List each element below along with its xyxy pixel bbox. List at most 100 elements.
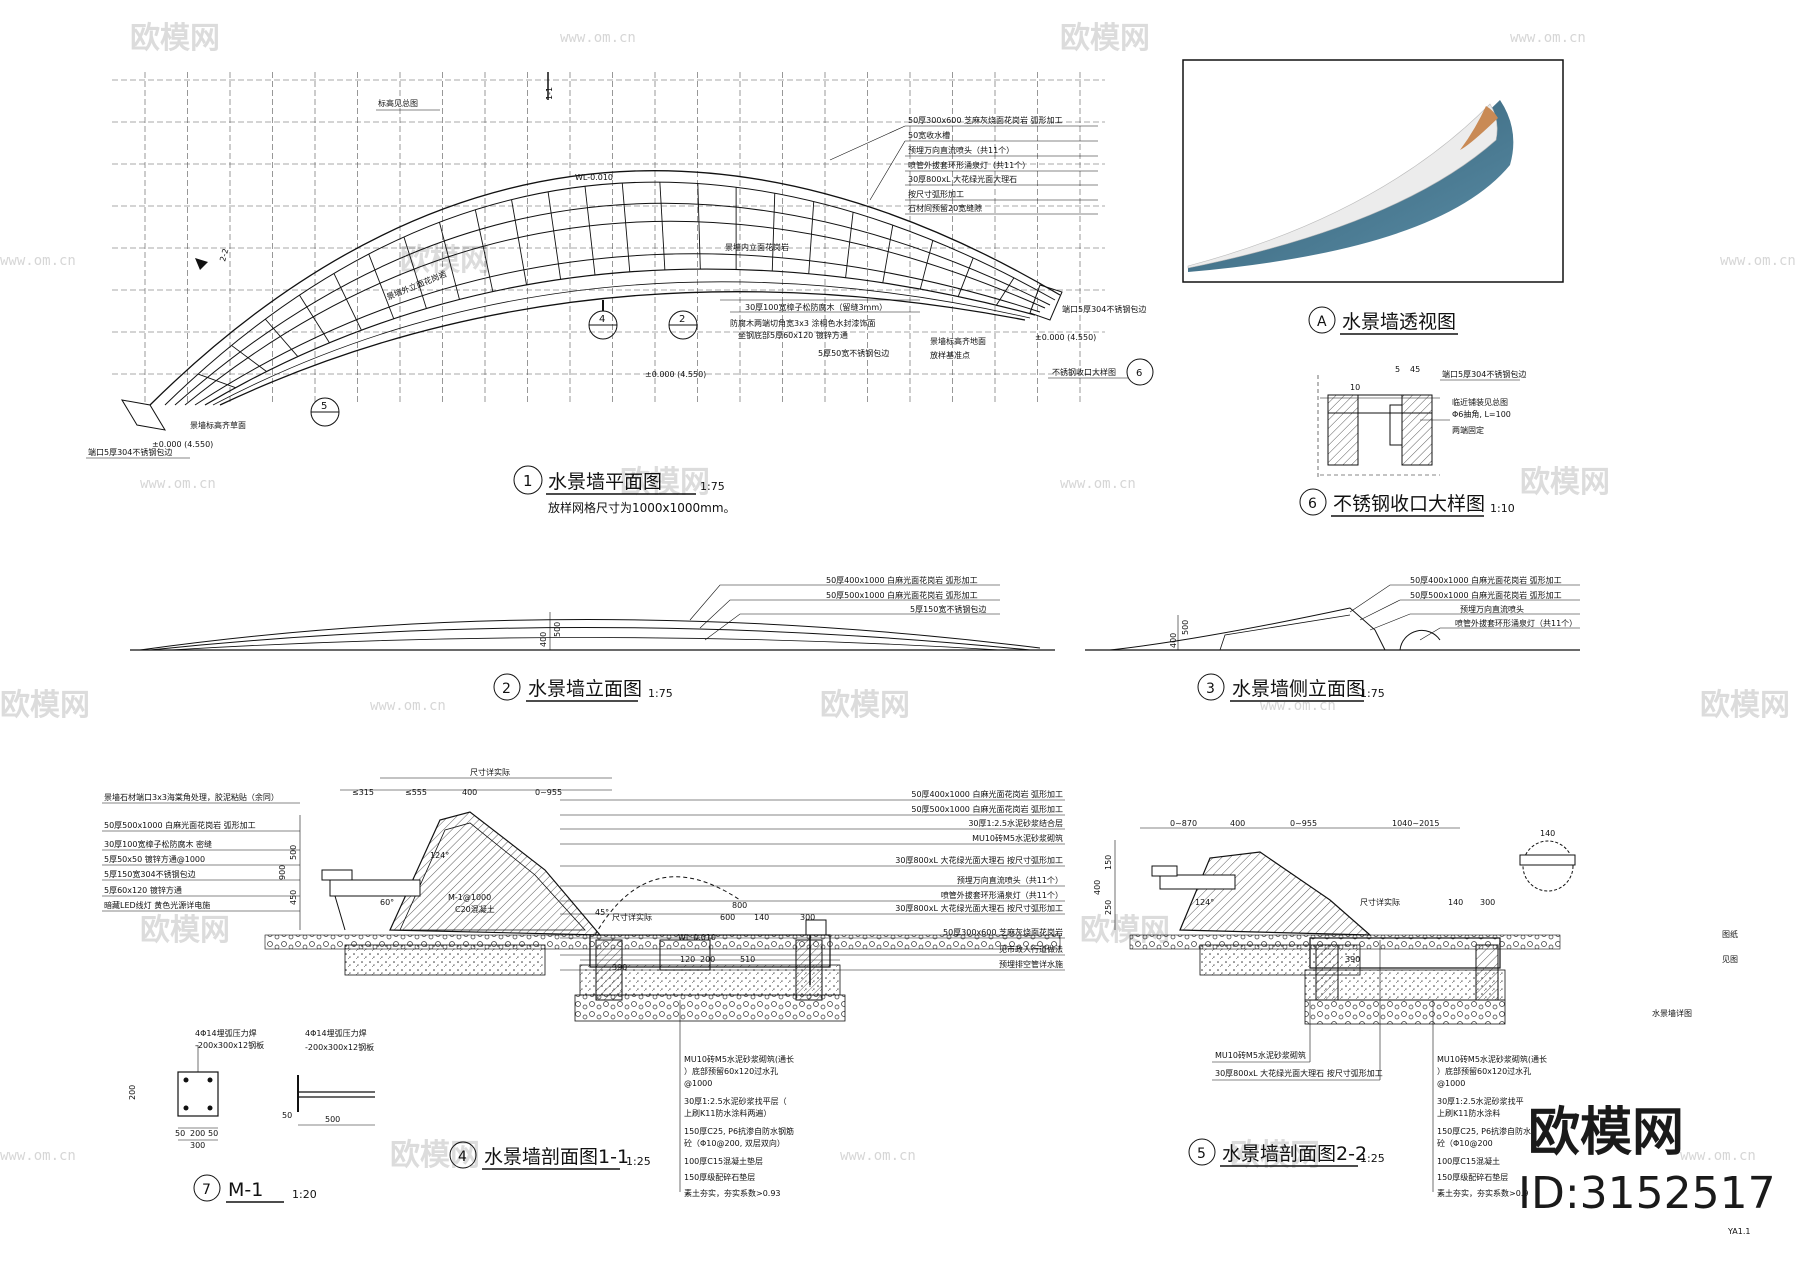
svg-text:端口5厚304不锈钢包边: 端口5厚304不锈钢包边 xyxy=(1062,304,1146,314)
svg-text:2: 2 xyxy=(502,681,511,697)
svg-text:50: 50 xyxy=(208,1129,218,1138)
svg-text:1:10: 1:10 xyxy=(1490,502,1515,515)
svg-text:300: 300 xyxy=(800,913,815,922)
watermark-url: www.om.cn xyxy=(1260,698,1336,714)
svg-text:C20混凝土: C20混凝土 xyxy=(455,904,495,914)
section11-bottom-note: 素土夯实，夯实系数>0.93 xyxy=(684,1188,781,1198)
section11-right-note: 30厚800xL 大花绿光面大理石 按尺寸弧形加工 xyxy=(895,855,1063,865)
section11-left-note: 暗藏LED线灯 黄色光源详电施 xyxy=(104,900,210,910)
plan-annotation: 喷管外拔套环形涌泉灯（共11个） xyxy=(908,160,1030,170)
section11-right-note: 预埋万向直流喷头（共11个） xyxy=(957,875,1063,885)
section11-bottom-note: 150厚级配碎石垫层 xyxy=(684,1172,755,1182)
svg-text:不锈钢收口大样图: 不锈钢收口大样图 xyxy=(1052,367,1116,377)
svg-text:尺寸详实际: 尺寸详实际 xyxy=(470,767,510,777)
svg-text:≤555: ≤555 xyxy=(405,788,427,797)
svg-text:4: 4 xyxy=(458,1149,467,1165)
section11-right-note: 预埋排空管详水施 xyxy=(999,959,1063,969)
svg-text:140: 140 xyxy=(754,913,769,922)
svg-text:6: 6 xyxy=(1136,368,1142,379)
section11-bottom-notes: MU10砖M5水泥砂浆砌筑(通长）底部预留60x120过水孔@100030厚1:… xyxy=(684,1054,794,1198)
side-note: 水景墙详图 xyxy=(1652,1008,1692,1018)
svg-text:A: A xyxy=(1317,314,1327,330)
svg-text:0~870: 0~870 xyxy=(1170,819,1197,828)
section22-bottom-note: 100厚C15混凝土 xyxy=(1437,1156,1500,1166)
elev-label: WL-0.010 xyxy=(575,173,613,182)
svg-text:2-2: 2-2 xyxy=(218,248,230,263)
side-elevation-view: 400 500 50厚400x1000 白麻光面花岗岩 弧形加工 50厚500x… xyxy=(1085,575,1580,702)
section-mark-2: 2 xyxy=(668,310,698,340)
plan-title-block: 1 水景墙平面图 1:75 放样网格尺寸为1000x1000mm。 xyxy=(513,465,736,515)
svg-text:0~955: 0~955 xyxy=(535,788,562,797)
watermark-url: www.om.cn xyxy=(0,1148,76,1164)
svg-text:400: 400 xyxy=(539,632,548,647)
section22-bottom-note: 砼（Φ10@200 xyxy=(1437,1138,1493,1148)
svg-text:端口5厚304不锈钢包边: 端口5厚304不锈钢包边 xyxy=(1442,369,1526,379)
svg-text:500: 500 xyxy=(553,622,562,637)
svg-text:放样基准点: 放样基准点 xyxy=(930,350,970,360)
svg-text:450: 450 xyxy=(289,890,298,905)
svg-text:1:75: 1:75 xyxy=(1360,687,1385,700)
svg-text:M-1@1000: M-1@1000 xyxy=(448,893,491,902)
plan-annotation: 50厚300x600 芝麻灰烧面花岗岩 弧形加工 xyxy=(908,115,1063,125)
svg-text:5: 5 xyxy=(1197,1146,1206,1162)
svg-text:4: 4 xyxy=(599,314,605,325)
svg-text:120: 120 xyxy=(680,955,695,964)
section11-left-note: 5厚60x120 镀锌方通 xyxy=(104,885,182,895)
section11-right-note: 50厚300x600 芝麻灰烧面花岗岩 xyxy=(943,927,1063,937)
corner-brand-id: ID:3152517 xyxy=(1518,1168,1776,1219)
svg-text:50厚400x1000 白麻光面花岗岩 弧形加工: 50厚400x1000 白麻光面花岗岩 弧形加工 xyxy=(1410,575,1562,585)
plan-annotation: 50宽收水槽 xyxy=(908,130,950,140)
svg-text:400: 400 xyxy=(462,788,477,797)
svg-text:0~955: 0~955 xyxy=(1290,819,1317,828)
svg-text:4Φ14埋弧压力焊: 4Φ14埋弧压力焊 xyxy=(305,1028,367,1038)
svg-text:400: 400 xyxy=(1093,880,1102,895)
svg-text:-200x300x12钢板: -200x300x12钢板 xyxy=(195,1040,264,1050)
watermark-url: www.om.cn xyxy=(1680,1148,1756,1164)
section11-left-note: 30厚100宽樟子松防腐木 密缝 xyxy=(104,839,212,849)
corner-brand-logo: 欧模网 xyxy=(1528,1103,1684,1163)
svg-text:1:25: 1:25 xyxy=(1360,1152,1385,1165)
elevation-leaders xyxy=(689,584,1000,641)
watermark-url: www.om.cn xyxy=(840,1148,916,1164)
section-1-1: 尺寸详实际 ≤315 ≤555 400 0~955 C20混凝土 M-1@100… xyxy=(102,767,1065,1198)
sheet-code: YA1.1 xyxy=(1727,1227,1750,1236)
svg-text:7: 7 xyxy=(202,1182,211,1198)
plan-wall-ribs xyxy=(197,182,1015,389)
svg-text:50: 50 xyxy=(175,1129,185,1138)
svg-text:5: 5 xyxy=(1395,365,1400,374)
side-title-block: 3 水景墙侧立面图 1:75 xyxy=(1197,673,1385,702)
section22-bottom-note: ）底部预留60x120过水孔 xyxy=(1437,1066,1531,1076)
section-mark-4: 4 xyxy=(588,300,618,340)
watermark-url: www.om.cn xyxy=(560,30,636,46)
svg-text:-200x300x12钢板: -200x300x12钢板 xyxy=(305,1042,374,1052)
section-2-2: 0~870 400 0~955 1040~2015 140 尺寸详实际 140 … xyxy=(1093,819,1576,1198)
svg-text:10: 10 xyxy=(1350,383,1360,392)
svg-text:尺寸详实际: 尺寸详实际 xyxy=(612,912,652,922)
perspective-title-block: A 水景墙透视图 xyxy=(1308,306,1458,335)
section22-bottom-note: 30厚1:2.5水泥砂浆找平 xyxy=(1437,1096,1524,1106)
section11-bottom-note: MU10砖M5水泥砂浆砌筑(通长 xyxy=(684,1054,794,1064)
section11-title: 水景墙剖面图1-1 xyxy=(484,1146,629,1168)
detail6-title-block: 6 不锈钢收口大样图 1:10 xyxy=(1299,488,1515,517)
section11-bottom-note: 150厚C25, P6抗渗自防水钢筋 xyxy=(684,1126,794,1136)
svg-text:124°: 124° xyxy=(1195,898,1214,907)
section22-title-block: 5 水景墙剖面图2-2 1:25 xyxy=(1188,1138,1385,1167)
section11-bottom-note: 30厚1:2.5水泥砂浆找平层（ xyxy=(684,1096,787,1106)
svg-text:1: 1 xyxy=(523,472,533,490)
watermark-brand: 欧模网 xyxy=(1520,465,1610,500)
section11-right-note: MU10砖M5水泥砂浆砌筑 xyxy=(972,833,1063,843)
section11-bottom-note: 100厚C15混凝土垫层 xyxy=(684,1156,763,1166)
svg-text:400: 400 xyxy=(1169,633,1178,648)
svg-text:510: 510 xyxy=(740,955,755,964)
section11-right-note: 喷管外拔套环形涌泉灯（共11个） xyxy=(941,890,1063,900)
svg-text:1040~2015: 1040~2015 xyxy=(1392,819,1439,828)
section11-bottom-note: 砼（Φ10@200, 双层双向） xyxy=(684,1138,785,1148)
section22-bottom-note: MU10砖M5水泥砂浆砌筑(通长 xyxy=(1437,1054,1547,1064)
svg-text:6: 6 xyxy=(1308,496,1317,512)
elevation-title: 水景墙立面图 xyxy=(528,678,642,700)
svg-text:景墙标高齐草面: 景墙标高齐草面 xyxy=(190,420,246,430)
m1-title-block: 7 M-1 1:20 xyxy=(193,1174,317,1203)
watermark-url: www.om.cn xyxy=(0,253,76,269)
svg-text:300: 300 xyxy=(190,1141,205,1150)
plan-annotation: 30厚800xL 大花绿光面大理石 xyxy=(908,174,1017,184)
